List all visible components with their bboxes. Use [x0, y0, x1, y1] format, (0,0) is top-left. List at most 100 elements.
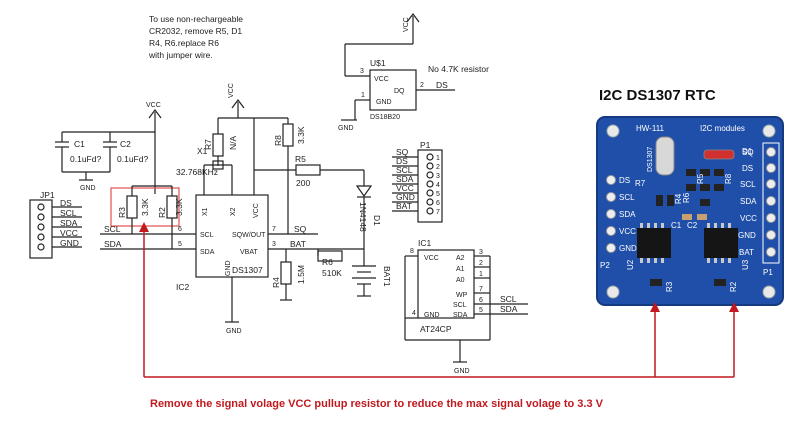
r8-ref: R8 — [273, 135, 283, 146]
ic2-gnd: GND — [226, 328, 242, 335]
p1-pin-gnd: GND — [396, 192, 415, 202]
board-left-pin-scl: SCL — [619, 193, 635, 202]
ic1-a1-pin: A1 — [456, 266, 465, 273]
ic1-pin8: 8 — [410, 248, 414, 255]
board-r3-label: R3 — [665, 281, 674, 292]
c1-value: 0.1uFd? — [70, 154, 101, 164]
board-right-pin-scl: SCL — [740, 180, 756, 189]
ic2-vcc-pin: VCC — [253, 203, 260, 218]
ic1-pin4: 4 — [412, 310, 416, 317]
p1-pin-scl: SCL — [396, 165, 413, 175]
x1-value: 32.768KHz — [176, 167, 218, 177]
ic2-ds1307: X1 X2 VCC SCL SQW/OUT SDA VBAT GND DS130… — [176, 194, 364, 335]
u1-pin3: 3 — [360, 68, 364, 75]
p1-num-2: 2 — [436, 164, 440, 171]
u1-part: DS18B20 — [370, 114, 400, 121]
p1-header: P1 1 2 3 4 5 6 7 SQ DS SCL SDA VCC — [392, 140, 443, 223]
jp1-pin-vcc: VCC — [60, 228, 78, 238]
ic1-gnd: GND — [454, 368, 470, 375]
ic1-ref: IC1 — [418, 238, 432, 248]
p1-pin-vcc: VCC — [396, 183, 414, 193]
board-p2-label: P2 — [600, 261, 610, 270]
u1-gnd: GND — [338, 125, 354, 132]
p1-num-5: 5 — [436, 191, 440, 198]
r5-value: 200 — [296, 178, 310, 188]
board-p1-label: P1 — [763, 268, 773, 277]
jp1-ref: JP1 — [40, 190, 55, 200]
board-modules-label: I2C modules — [700, 124, 745, 133]
u1-gnd-pin: GND — [376, 99, 392, 106]
board-u2-label: U2 — [626, 259, 635, 270]
u1-ds-net: DS — [436, 80, 448, 90]
note-line-4: with jumper wire. — [148, 50, 213, 60]
r2-value: 3.3K — [174, 198, 184, 216]
p1-pin-ds: DS — [396, 156, 408, 166]
r6-value: 510K — [322, 268, 342, 278]
u1-pin1: 1 — [361, 92, 365, 99]
pullup-vcc-label: VCC — [146, 102, 161, 109]
ic1-pin7: 7 — [479, 286, 483, 293]
ic-u3 — [704, 228, 738, 258]
r4-value: 1.5M — [296, 265, 306, 284]
ic2-vcc-label: VCC — [228, 83, 235, 98]
ic1-part: AT24CP — [420, 324, 452, 334]
net-sq-label: SQ — [294, 224, 307, 234]
ic1-gnd-pin: GND — [424, 312, 440, 319]
diode-d1 — [703, 149, 735, 160]
ic1-at24cp: IC1 8 VCC A2 A1 A0 WP SCL SDA GND AT24CP… — [404, 238, 528, 375]
ic1-pin1: 1 — [479, 271, 483, 278]
board-ds1307-label: DS1307 — [647, 147, 654, 172]
board-r7-label: R7 — [635, 179, 646, 188]
ic2-pin7: 7 — [272, 226, 276, 233]
d1-part: 1N4148 — [358, 202, 368, 232]
u1-pin2: 2 — [420, 82, 424, 89]
p1-pin-bat: BAT — [396, 201, 412, 211]
p1-ref: P1 — [420, 140, 431, 150]
r6-ref: R6 — [322, 257, 333, 267]
note-line-3: R4, R6.replace R6 — [149, 38, 219, 48]
board-left-pins: DS SCL SDA VCC GND — [606, 175, 637, 253]
ic1-wp-pin: WP — [456, 292, 468, 299]
board-c2-label: C2 — [687, 221, 698, 230]
ic2-gnd-pin: GND — [225, 260, 232, 276]
ic2-part: DS1307 — [232, 265, 263, 275]
bat1-ref: BAT1 — [382, 266, 392, 287]
p1-num-1: 1 — [436, 155, 440, 162]
board-u3-label: U3 — [741, 259, 750, 270]
board-left-pin-ds: DS — [619, 176, 630, 185]
rtc-module-board: I2C DS1307 RTC HW-111 I2C modules DS1307… — [596, 87, 784, 306]
board-c1-label: C1 — [671, 221, 682, 230]
u1-vcc-label: VCC — [403, 17, 410, 32]
note-text: To use non-rechargeable CR2032, remove R… — [148, 14, 243, 60]
board-left-pin-sda: SDA — [619, 210, 636, 219]
ic2-pin6: 6 — [178, 226, 182, 233]
net-scl-label: SCL — [104, 224, 121, 234]
board-right-pin-ds: DS — [742, 164, 753, 173]
ic1-net-scl: SCL — [500, 294, 517, 304]
ic1-a0-pin: A0 — [456, 277, 465, 284]
ic1-vcc-pin: VCC — [424, 255, 439, 262]
jp1-pin-gnd: GND — [60, 238, 79, 248]
board-title: I2C DS1307 RTC — [599, 87, 716, 104]
u1-ref: U$1 — [370, 58, 386, 68]
r7-value: N/A — [228, 136, 238, 151]
board-r6-label: R6 — [682, 192, 691, 203]
board-d1-label: D1 — [742, 147, 753, 156]
jp1-pin-sda: SDA — [60, 218, 78, 228]
ic2-scl-pin: SCL — [200, 232, 214, 239]
ic1-pin2: 2 — [479, 260, 483, 267]
ic1-pin5: 5 — [479, 307, 483, 314]
board-right-pin-sq: SQ — [742, 148, 754, 157]
ic2-vcc: VCC R7 N/A R8 3.3K — [203, 83, 306, 234]
r3-value: 3.3K — [140, 198, 150, 216]
board-r4-label: R4 — [674, 193, 683, 204]
board-right-pin-gnd: GND — [738, 231, 756, 240]
note-line-1: To use non-rechargeable — [149, 14, 243, 24]
ic2-sda-pin: SDA — [200, 249, 215, 256]
jp1-pin-scl: SCL — [60, 208, 77, 218]
annotation-connector — [139, 222, 739, 378]
board-r5-label: R5 — [696, 173, 705, 184]
p1-num-6: 6 — [436, 200, 440, 207]
p1-num-4: 4 — [436, 182, 440, 189]
pullup-resistors: R3 3.3K R2 3.3K — [110, 186, 184, 249]
